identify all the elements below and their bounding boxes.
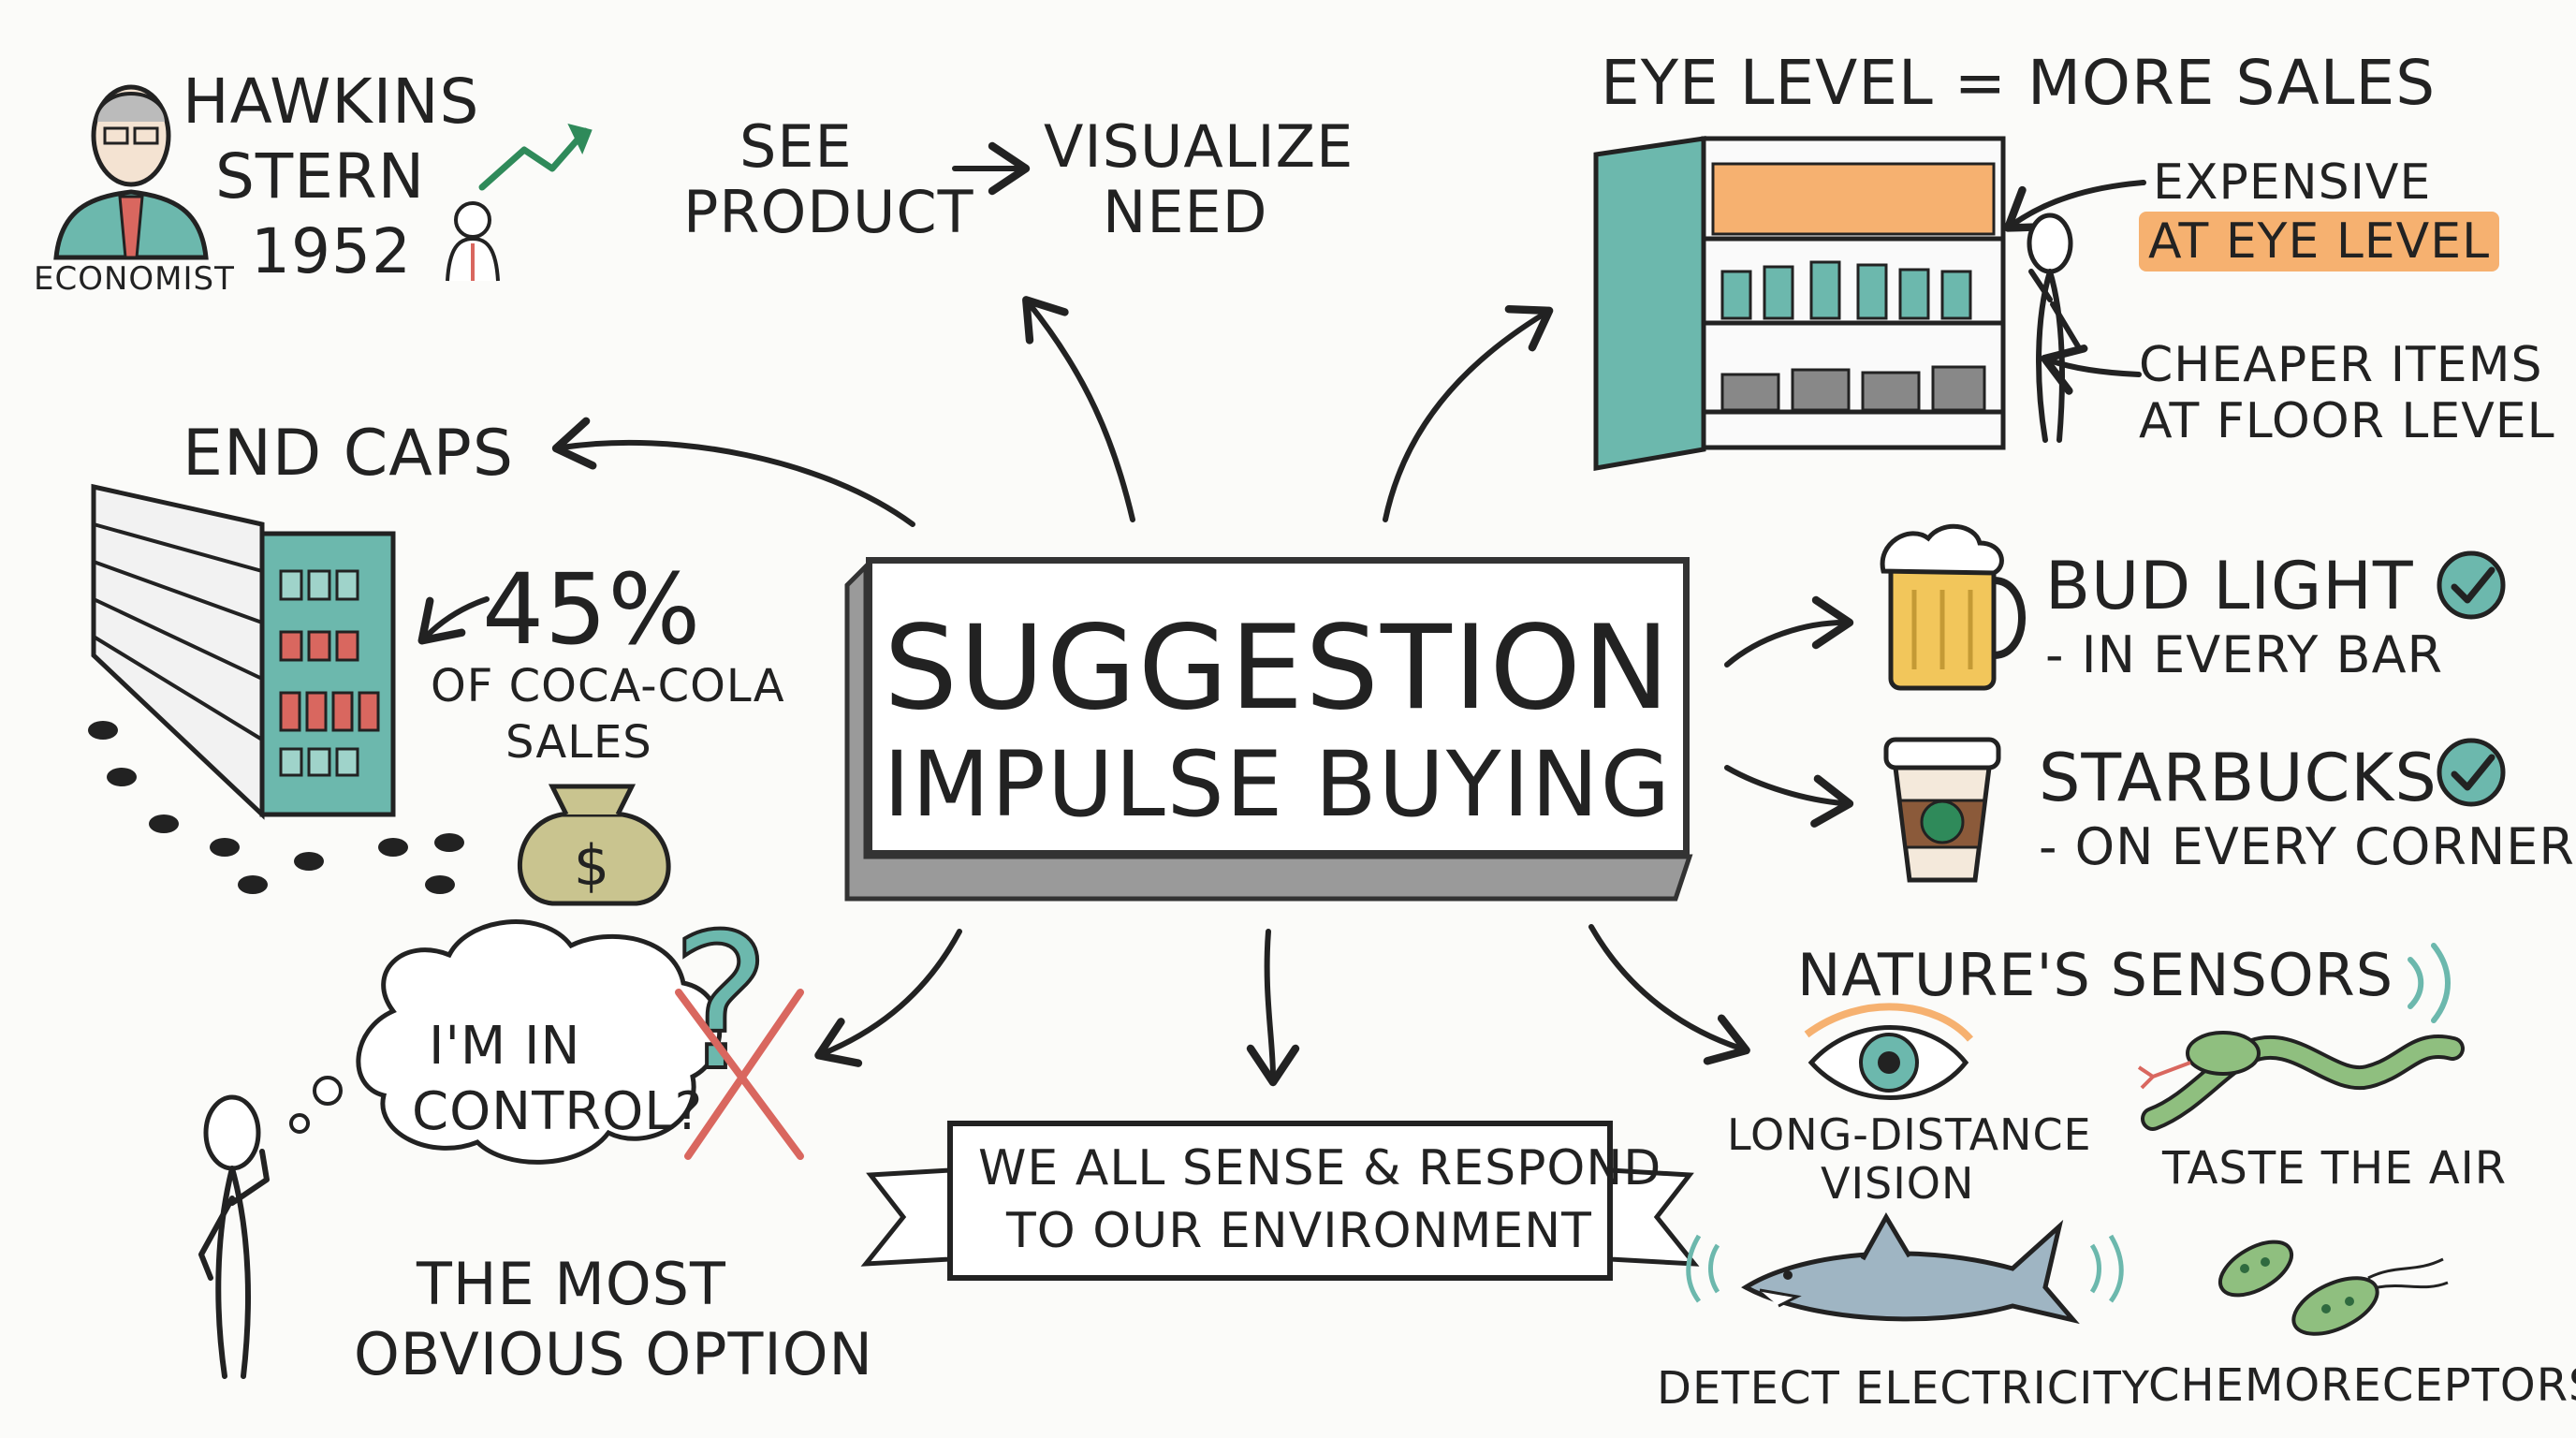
banner-line1: WE ALL SENSE & RESPOND (978, 1140, 1662, 1196)
end-caps-title: END CAPS (183, 417, 514, 491)
sound-waves-icon (2408, 943, 2451, 1023)
arrow-to-see-product (1022, 296, 1135, 522)
obvious-line1: THE MOST (417, 1250, 726, 1318)
money-bag-icon: $ (518, 784, 671, 906)
shelf-icon (1593, 136, 2006, 471)
bubble-line1: I'M IN (429, 1016, 581, 1077)
bud-light-sub: - IN EVERY BAR (2045, 625, 2444, 684)
end-cap-shelf-icon (91, 483, 396, 820)
eye-icon (1804, 1003, 1974, 1100)
stick-figure-icon (2027, 213, 2081, 443)
check-icon (2437, 738, 2506, 807)
arrow-to-end-caps (551, 417, 915, 527)
product-label: PRODUCT (683, 178, 974, 246)
center-title: SUGGESTION (884, 601, 1672, 736)
snake-icon (2137, 1031, 2465, 1131)
starbucks-title: STARBUCKS (2039, 740, 2437, 816)
beer-mug-icon (1880, 523, 2026, 691)
arrow-to-banner (1246, 929, 1300, 1087)
center-subtitle: IMPULSE BUYING (883, 732, 1673, 837)
thought-bubble-icon (289, 919, 723, 1165)
center-box-shadow (844, 560, 1693, 902)
coca-cola-label: OF COCA-COLA (431, 660, 785, 712)
expensive-label: EXPENSIVE (2153, 154, 2432, 211)
arrow-expensive (2003, 180, 2146, 232)
footprints-icon (88, 721, 464, 894)
obvious-line2: OBVIOUS OPTION (354, 1320, 873, 1388)
question-mark-icon: ? (669, 892, 804, 1160)
taste-label: TASTE THE AIR (2162, 1142, 2508, 1195)
banner-line2: TO OUR ENVIRONMENT (1006, 1203, 1592, 1259)
arrow-to-starbucks (1724, 765, 1854, 828)
center-box: SUGGESTION IMPULSE BUYING (866, 557, 1690, 857)
stick-figure-icon (198, 1094, 270, 1379)
hawkins-stern: STERN (215, 140, 426, 213)
arrow-to-eye-level (1383, 304, 1554, 522)
check-icon (2437, 550, 2506, 620)
sales-label: SALES (505, 716, 652, 769)
see-label: SEE (739, 112, 853, 181)
trend-arrow-icon (446, 124, 593, 282)
arrow-45pct (417, 596, 490, 645)
chemoreceptors-label: CHEMORECEPTORS (2148, 1359, 2576, 1412)
arrow-cheaper (2041, 345, 2142, 395)
coffee-cup-icon (1883, 737, 2001, 883)
electricity-label: DETECT ELECTRICITY (1657, 1362, 2151, 1415)
economist-label: ECONOMIST (34, 260, 235, 298)
economist-icon (53, 84, 209, 260)
banner-icon (860, 1121, 1700, 1281)
hawkins-year: 1952 (251, 215, 412, 287)
vision-line1: LONG-DISTANCE (1727, 1109, 2092, 1160)
shark-icon (1686, 1211, 2124, 1325)
floor-level-label: AT FLOOR LEVEL (2139, 393, 2555, 449)
nature-title: NATURE'S SENSORS (1797, 941, 2394, 1009)
connector-arrows (417, 141, 2146, 1087)
bacteria-icon (2218, 1240, 2449, 1336)
arrow-to-bud-light (1724, 595, 1854, 668)
visualize-label: VISUALIZE (1044, 112, 1354, 181)
vision-line2: VISION (1821, 1158, 1975, 1209)
eye-level-highlight: AT EYE LEVEL (2139, 212, 2500, 271)
arrow-to-nature (1588, 924, 1750, 1065)
svg-text:$: $ (574, 833, 609, 899)
end-caps-percent: 45% (482, 552, 702, 667)
bud-light-title: BUD LIGHT (2045, 548, 2414, 624)
bubble-line2: CONTROL? (412, 1081, 704, 1142)
starbucks-sub: - ON EVERY CORNER (2039, 817, 2575, 876)
arrow-to-control (814, 929, 962, 1067)
hawkins-name: HAWKINS (183, 66, 480, 138)
need-label: NEED (1103, 178, 1268, 246)
eye-level-label: AT EYE LEVEL (2139, 212, 2500, 271)
eye-level-title: EYE LEVEL = MORE SALES (1601, 47, 2437, 119)
cheaper-label: CHEAPER ITEMS (2139, 337, 2543, 393)
